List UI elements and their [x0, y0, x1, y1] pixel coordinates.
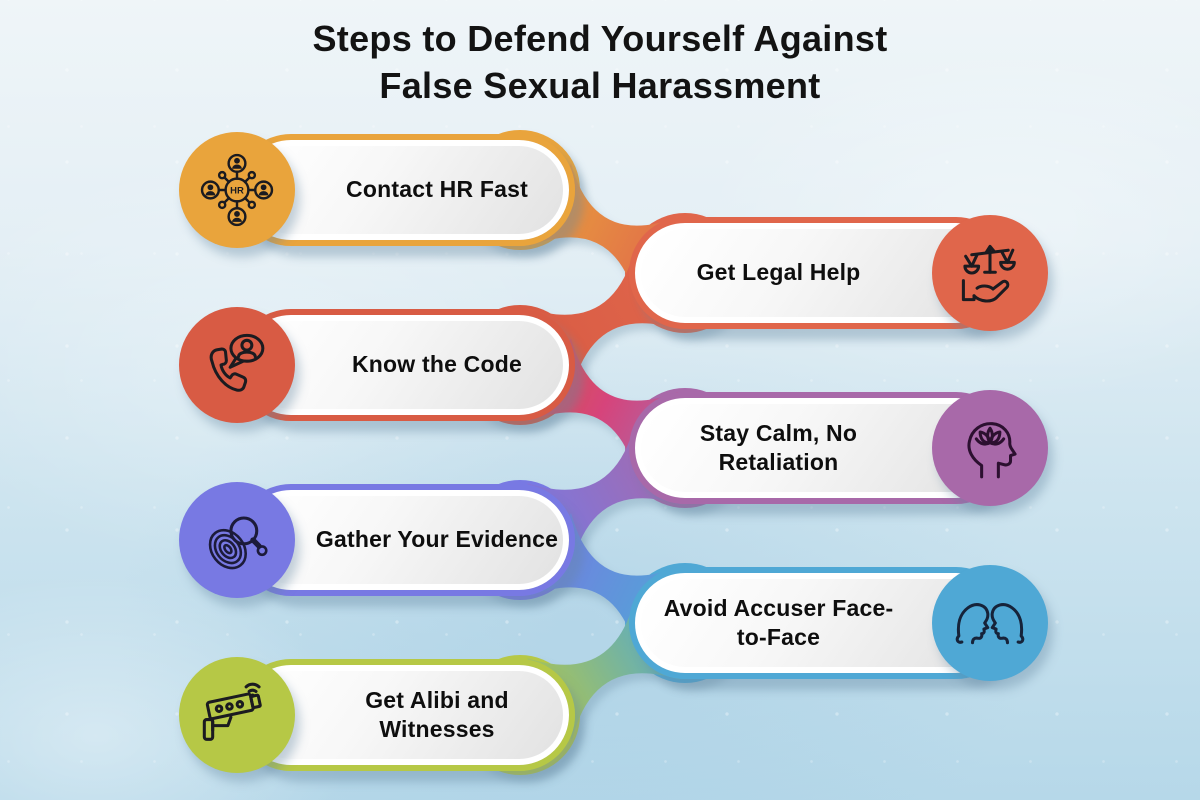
- phone-support-icon: [209, 333, 265, 392]
- page-title: Steps to Defend Yourself Against False S…: [0, 16, 1200, 110]
- step-icon-circle: [932, 565, 1048, 681]
- page-title-line1: Steps to Defend Yourself Against: [312, 18, 888, 59]
- step-label: Get Alibi and Witnesses: [365, 686, 509, 742]
- step-icon-circle: HR: [179, 132, 295, 248]
- step-icon-circle: [932, 215, 1048, 331]
- step-label: Know the Code: [352, 351, 522, 378]
- calm-mind-lotus-icon: [967, 422, 1017, 479]
- fingerprint-magnifier-icon: [208, 516, 268, 570]
- step-icon-circle: [179, 482, 295, 598]
- step-label: Get Legal Help: [696, 259, 861, 286]
- step-label: Contact HR Fast: [346, 176, 528, 203]
- step-label: Avoid Accuser Face-to-Face: [663, 594, 894, 650]
- step-icon-circle: [179, 307, 295, 423]
- step-label: Stay Calm, No Retaliation: [699, 419, 858, 475]
- justice-scales-hand-icon: [961, 244, 1016, 303]
- svg-text:HR: HR: [230, 185, 244, 196]
- cctv-camera-icon: [202, 682, 262, 741]
- page-title-line2: False Sexual Harassment: [379, 64, 821, 106]
- hr-network-icon: HR: [200, 153, 274, 227]
- step-label: Gather Your Evidence: [315, 526, 559, 553]
- step-icon-circle: [932, 390, 1048, 506]
- step-icon-circle: [179, 657, 295, 773]
- face-to-face-icon: [955, 603, 1025, 645]
